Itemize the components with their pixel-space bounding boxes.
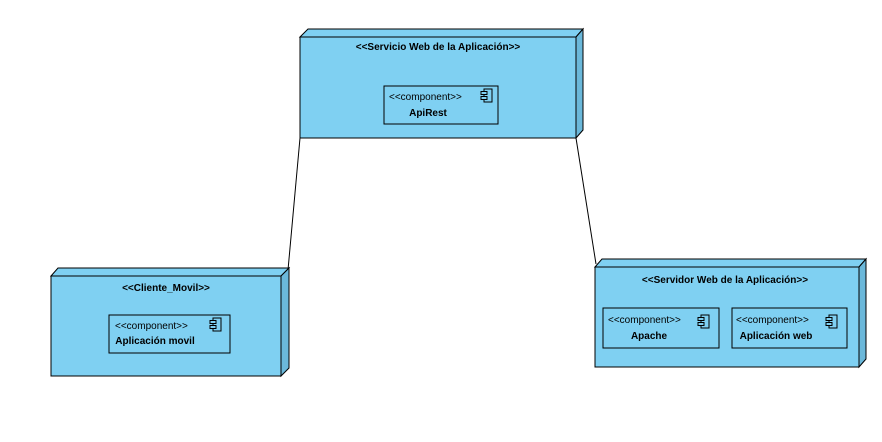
- component-box: [383, 85, 499, 125]
- component-name: Aplicación movil: [115, 336, 195, 347]
- component-icon: [480, 88, 493, 103]
- node-side-face: [280, 266, 290, 378]
- node-cliente-movil[interactable]: <<Cliente_Movil>> <<component>> Aplicaci…: [49, 266, 291, 378]
- component-icon: [825, 314, 838, 329]
- node-top-face: [298, 28, 585, 38]
- node-top-face: [593, 258, 868, 268]
- node-servicio-web[interactable]: <<Servicio Web de la Aplicación>> <<comp…: [298, 27, 585, 140]
- component-aplicacion-web[interactable]: <<component>> Aplicación web: [731, 307, 848, 349]
- component-stereotype: <<component>>: [736, 315, 809, 326]
- component-name: ApiRest: [409, 108, 447, 119]
- component-apache[interactable]: <<component>> Apache: [602, 307, 720, 349]
- node-title: <<Servidor Web de la Aplicación>>: [642, 275, 808, 286]
- node-servidor-web[interactable]: <<Servidor Web de la Aplicación>> <<comp…: [593, 257, 868, 369]
- component-aplicacion-movil[interactable]: <<component>> Aplicación movil: [108, 314, 231, 354]
- node-top-face: [49, 267, 291, 277]
- node-side-face: [858, 257, 867, 369]
- component-stereotype: <<component>>: [115, 321, 188, 332]
- connection-servicio-servidor[interactable]: [575, 137, 597, 265]
- component-box: [731, 307, 848, 349]
- component-name: Aplicación web: [740, 331, 813, 342]
- component-stereotype: <<component>>: [389, 92, 462, 103]
- node-title: <<Servicio Web de la Aplicación>>: [356, 42, 521, 53]
- component-icon: [209, 317, 222, 332]
- component-apirest[interactable]: <<component>> ApiRest: [383, 85, 499, 125]
- connection-servicio-cliente[interactable]: [287, 137, 301, 271]
- component-name: Apache: [631, 331, 668, 342]
- component-icon: [697, 314, 710, 329]
- component-stereotype: <<component>>: [608, 315, 681, 326]
- component-box: [602, 307, 720, 349]
- node-title: <<Cliente_Movil>>: [122, 283, 210, 294]
- node-side-face: [575, 27, 584, 140]
